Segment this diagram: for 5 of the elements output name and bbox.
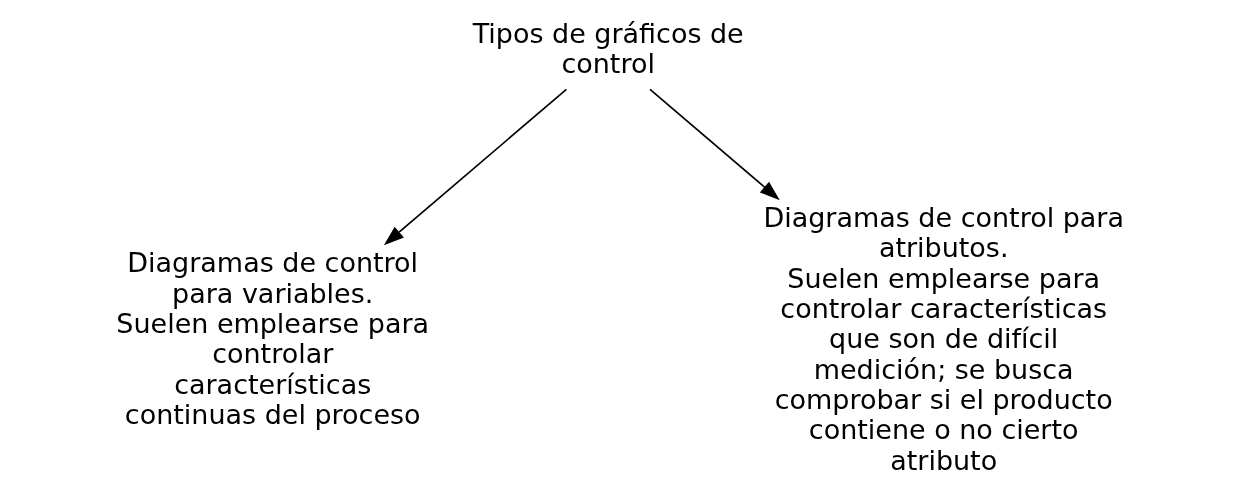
node-text: Diagramas de control para atributos. Suelen emplearse para controlar características que son de difícil medición; se busca comprobar si el producto contiene o no cierto atributo bbox=[762, 201, 1124, 476]
arrow bbox=[383, 88, 567, 246]
node-text: Tipos de gráficos de control bbox=[472, 18, 744, 80]
arrow bbox=[648, 88, 780, 201]
node-text: Diagramas de control para variables. Suelen emplearse para controlar características continuas del proceso bbox=[115, 247, 429, 431]
